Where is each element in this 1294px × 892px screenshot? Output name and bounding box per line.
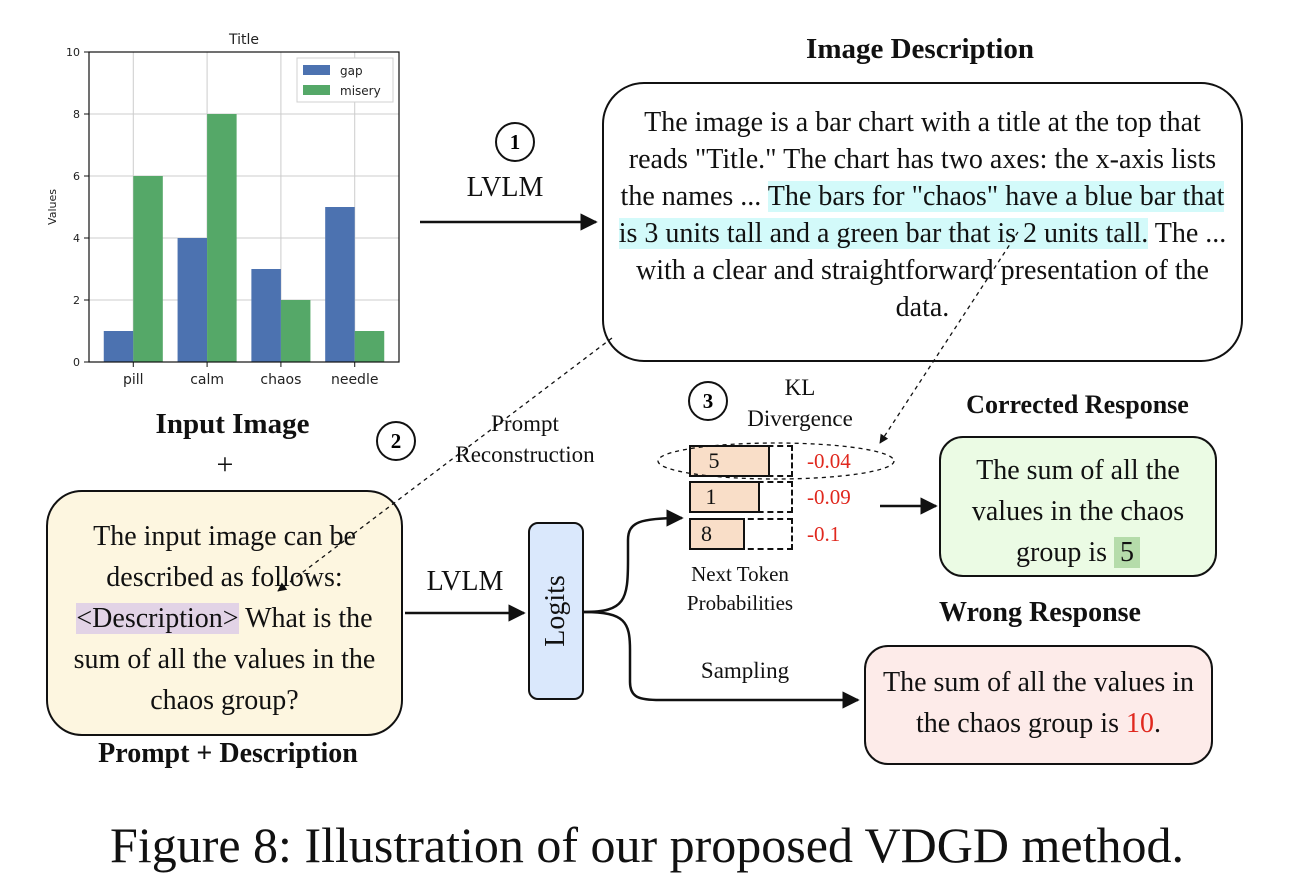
sampling-label: Sampling	[700, 658, 790, 683]
step-2-marker: 2	[376, 421, 416, 461]
corrected-response-text: The sum of all the values in the chaos g…	[971, 455, 1185, 568]
kl-divergence-label: KL Divergence	[720, 372, 880, 434]
token-label: 5	[708, 448, 720, 473]
corrected-response-box: The sum of all the values in the chaos g…	[939, 436, 1217, 577]
prompt-reconstruction-line1: Prompt	[491, 411, 559, 436]
next-token-line2: Probabilities	[686, 591, 794, 615]
bar-chart: 0 2 4 6 8 10 pill calm chaos needle Title Values…	[46, 32, 400, 388]
kl-line2: Divergence	[747, 406, 853, 431]
kl-score: -0.1	[807, 522, 841, 546]
figure-caption: Figure 8: Illustration of our proposed V…	[110, 817, 1184, 873]
y-tick-label: 6	[73, 170, 80, 183]
y-tick-label: 0	[73, 356, 80, 369]
bar-misery-calm	[207, 114, 237, 362]
corrected-answer: 5	[1114, 537, 1140, 568]
arrow-logits-to-sampling	[583, 610, 860, 709]
x-tick-label: needle	[331, 372, 379, 388]
prompt-reconstruction-line2: Reconstruction	[455, 442, 595, 467]
next-token-line1: Next Token	[691, 562, 789, 586]
chart-x-ticks: pill calm chaos needle	[123, 362, 378, 388]
image-description-box: The image is a bar chart with a title at…	[602, 82, 1243, 362]
wrong-answer: 10	[1125, 708, 1154, 739]
chart-legend: gap misery	[296, 57, 394, 103]
bar-gap-pill	[103, 331, 134, 362]
legend-label-misery: misery	[340, 84, 381, 98]
bar-misery-chaos	[280, 300, 311, 362]
bar-gap-chaos	[251, 269, 281, 362]
kl-line1: KL	[784, 375, 816, 400]
kl-score: -0.09	[807, 485, 851, 509]
description-text-start: The image is a bar chart with a title at…	[620, 107, 1217, 212]
y-tick-label: 2	[73, 294, 80, 307]
bar-gap-needle	[325, 207, 355, 362]
x-tick-label: chaos	[260, 372, 301, 388]
legend-swatch-misery	[303, 85, 330, 95]
step-1-marker: 1	[495, 122, 535, 162]
bar-misery-needle	[354, 331, 385, 362]
token-label: 8	[701, 521, 712, 546]
token-row: 8 -0.1	[689, 518, 840, 550]
input-image-label: Input Image	[155, 408, 310, 440]
corrected-response-title: Corrected Response	[966, 390, 1189, 419]
token-label: 1	[705, 484, 717, 509]
chart-y-axis-label: Values	[46, 189, 59, 225]
bar-gap-calm	[177, 238, 208, 362]
y-tick-label: 10	[66, 46, 80, 59]
y-tick-label: 8	[73, 108, 80, 121]
bar-misery-pill	[133, 176, 163, 362]
y-tick-label: 4	[73, 232, 80, 245]
token-row: 1 -0.09	[689, 481, 851, 513]
token-row: 5 -0.04	[689, 445, 851, 477]
x-tick-label: pill	[123, 372, 144, 388]
prompt-text-end: What is the sum of all the values in the…	[73, 603, 376, 716]
prompt-text-start: The input image can be described as foll…	[93, 521, 356, 593]
legend-label-gap: gap	[340, 64, 363, 78]
wrong-response-title: Wrong Response	[938, 597, 1141, 628]
legend-swatch-gap	[303, 65, 330, 75]
chart-plot-area	[88, 51, 400, 363]
wrong-response-text: The sum of all the values in the chaos g…	[882, 667, 1195, 739]
token-probability-bar	[689, 481, 760, 513]
prompt-box: The input image can be described as foll…	[46, 490, 403, 736]
chart-y-ticks: 0 2 4 6 8 10	[66, 46, 89, 369]
lvlm-label-top: LVLM	[466, 172, 544, 203]
description-placeholder: <Description>	[76, 603, 239, 634]
lvlm-label-bottom: LVLM	[426, 566, 504, 597]
wrong-response-box: The sum of all the values in the chaos g…	[864, 645, 1213, 765]
step-3-marker: 3	[688, 381, 728, 421]
image-description-title: Image Description	[806, 33, 1034, 65]
chart-bars	[103, 114, 385, 362]
token-probability-bar	[689, 518, 745, 550]
chart-title: Title	[228, 32, 259, 48]
prompt-description-label: Prompt + Description	[98, 738, 358, 769]
prompt-reconstruction-label: Prompt Reconstruction	[430, 408, 620, 470]
next-token-label: Next Token Probabilities	[660, 560, 820, 618]
plus-sign: +	[216, 448, 234, 481]
x-tick-label: calm	[190, 372, 224, 388]
kl-score: -0.04	[807, 449, 851, 473]
logits-label: Logits	[540, 575, 571, 647]
logits-box: Logits	[528, 522, 584, 700]
wrong-response-end: .	[1153, 708, 1161, 739]
